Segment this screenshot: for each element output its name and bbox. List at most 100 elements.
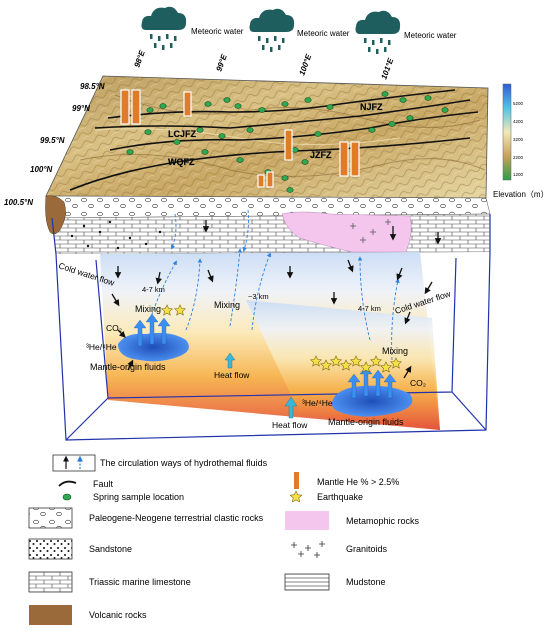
- circulation-arrows-black: [111, 220, 442, 379]
- spring-sample-marker: [281, 101, 289, 107]
- volcanic-outcrop: [45, 195, 66, 235]
- legend-limestone: Triassic marine limestone: [89, 577, 191, 587]
- rain-label: Meteoric water: [297, 29, 350, 38]
- rain-cloud-icon: [355, 10, 401, 54]
- earthquake-star-icon: [339, 359, 353, 371]
- latitude-labels: 98.5°N 99°N 99.5°N 100°N 100.5°N: [4, 82, 105, 207]
- elevation-colorbar: 5200 4200 3200 2200 1200 Elevation（m）: [493, 83, 549, 199]
- mantle-he-bar: [284, 129, 293, 161]
- earthquake-star-icon: [379, 361, 393, 373]
- mantle-he-bar: [120, 89, 130, 125]
- spring-sample-marker: [144, 129, 152, 135]
- earthquake-stars: [160, 304, 403, 373]
- metamorphic-block: [281, 211, 412, 253]
- legend-paleogene: Paleogene-Neogene terrestrial clastic ro…: [89, 513, 264, 523]
- latitude-label: 99.5°N: [40, 136, 65, 145]
- fault-line: [69, 137, 471, 191]
- helium-ratio-label: ³He/⁴He: [302, 398, 333, 408]
- terrain-map: [45, 75, 489, 199]
- earthquake-star-icon: [389, 357, 403, 369]
- spring-sample-marker: [223, 97, 231, 103]
- elevation-tick: 1200: [513, 172, 524, 177]
- rain-label: Meteoric water: [404, 31, 457, 40]
- spring-sample-marker: [286, 187, 294, 193]
- fault-label: LCJFZ: [168, 129, 197, 139]
- longitude-labels: 98°E 99°E 100°E 101°E: [132, 49, 395, 81]
- spring-sample-marker: [381, 91, 389, 97]
- longitude-label: 99°E: [214, 53, 229, 73]
- latitude-label: 99°N: [72, 104, 90, 113]
- spring-sample-marker: [236, 157, 244, 163]
- spring-sample-marker: [314, 131, 322, 137]
- upflow-arrows-right: [347, 365, 397, 399]
- elevation-title: Elevation（m）: [493, 190, 549, 199]
- legend-granitoids: Granitoids: [346, 544, 388, 554]
- depth-label: 4-7 km: [358, 304, 381, 313]
- fault-line: [109, 111, 479, 151]
- heat-flow-arrow: [284, 396, 298, 419]
- earthquake-star-icon: [289, 490, 303, 503]
- spring-sample-marker: [146, 107, 154, 113]
- mixing-label: Mixing: [135, 304, 161, 314]
- longitude-label: 100°E: [297, 52, 313, 76]
- spring-sample-marker: [258, 107, 266, 113]
- mantle-he-bar: [350, 141, 360, 177]
- spring-samples: [126, 91, 449, 193]
- spring-sample-marker: [388, 121, 396, 127]
- fault-labels: NJFZ LCJFZ WQFZ JZFZ: [168, 102, 383, 167]
- co2-label: CO₂: [410, 378, 426, 388]
- earthquake-star-icon: [319, 359, 333, 371]
- legend-spring: Spring sample location: [93, 492, 184, 502]
- legend: The circulation ways of hydrothemal flui…: [28, 454, 420, 625]
- spring-sample-marker: [301, 159, 309, 165]
- earthquake-star-icon: [329, 355, 343, 367]
- mantle-fluids-label: Mantle-origin fluids: [90, 362, 166, 372]
- elevation-tick: 5200: [513, 101, 524, 106]
- earthquake-star-icon: [349, 355, 363, 367]
- circulation-arrows-blue: [149, 209, 400, 361]
- mantle-he-bar: [339, 141, 349, 177]
- mantle-fluids-label: Mantle-origin fluids: [328, 417, 404, 427]
- helium-ratio-label: ³He/⁴He: [86, 342, 117, 352]
- section-labels: Cold water flow Cold water flow 4-7 km ~…: [57, 260, 452, 430]
- upflow-arrows-left: [133, 313, 171, 347]
- earthquake-star-icon: [309, 355, 323, 367]
- spring-sample-marker: [291, 147, 299, 153]
- mixing-label: Mixing: [214, 300, 240, 310]
- longitude-label: 98°E: [132, 49, 147, 69]
- earthquake-star-icon: [173, 304, 187, 316]
- co2-label: CO₂: [106, 323, 122, 333]
- heat-flow-arrow: [224, 352, 236, 369]
- spring-sample-marker: [218, 133, 226, 139]
- spring-sample-marker: [368, 127, 376, 133]
- spring-sample-marker: [204, 101, 212, 107]
- latitude-label: 98.5°N: [80, 82, 105, 91]
- legend-sandstone: Sandstone: [89, 544, 132, 554]
- spring-sample-marker: [234, 103, 242, 109]
- rain-cloud-icon: [141, 6, 187, 50]
- depth-label: ~3 km: [248, 292, 269, 301]
- depth-label: 4-7 km: [142, 285, 165, 294]
- legend-fault: Fault: [93, 479, 114, 489]
- spring-sample-marker: [424, 95, 432, 101]
- mantle-he-bar: [266, 171, 274, 188]
- spring-sample-marker: [281, 175, 289, 181]
- mixing-label: Mixing: [382, 346, 408, 356]
- rain-cloud-icon: [249, 8, 295, 52]
- spring-sample-marker: [173, 139, 181, 145]
- heat-flow-label: Heat flow: [214, 370, 250, 380]
- fluid-pool-left: [118, 332, 189, 362]
- legend-circulation: The circulation ways of hydrothemal flui…: [100, 458, 268, 468]
- fault-label: JZFZ: [310, 150, 332, 160]
- longitude-label: 101°E: [379, 56, 395, 80]
- rain-label: Meteoric water: [191, 27, 244, 36]
- elevation-tick: 4200: [513, 119, 524, 124]
- meteoric-water-clouds: Meteoric water Meteoric water Meteoric w…: [141, 6, 457, 54]
- mantle-he-bar: [257, 174, 265, 188]
- spring-sample-marker: [326, 104, 334, 110]
- spring-sample-marker: [201, 149, 209, 155]
- fault-label: NJFZ: [360, 102, 383, 112]
- legend-mudstone: Mudstone: [346, 577, 386, 587]
- elevation-tick: 2200: [513, 155, 524, 160]
